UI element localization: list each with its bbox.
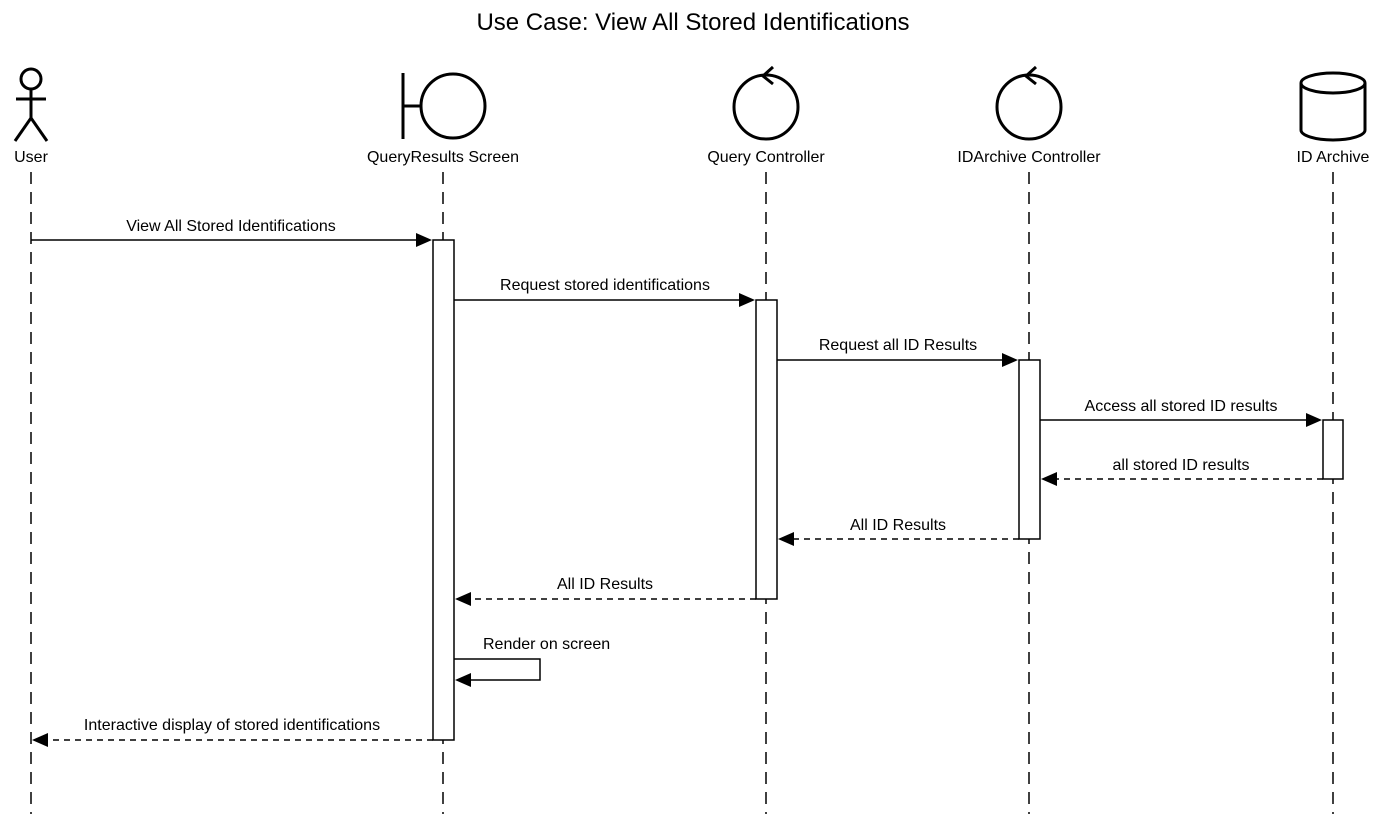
message-all-id-results-to-screen: All ID Results: [455, 576, 756, 606]
activation-bar-idarchive-controller: [1018, 359, 1041, 540]
participant-label: Query Controller: [707, 149, 825, 166]
message-request-all-id-results: Request all ID Results: [777, 337, 1018, 367]
arrow-head: [778, 532, 794, 546]
participant-label: QueryResults Screen: [367, 149, 519, 166]
activation-bar-queryresults-screen: [432, 239, 455, 741]
message-label: View All Stored Identifications: [126, 218, 336, 235]
participant-id-archive: ID Archive: [1297, 71, 1370, 814]
arrow-head: [32, 733, 48, 747]
activation-bar-id-archive: [1322, 419, 1344, 480]
arrow-head: [455, 673, 471, 687]
message-label: All ID Results: [557, 576, 653, 593]
message-label: Render on screen: [483, 636, 610, 653]
database-icon: [1299, 71, 1367, 142]
participant-label: ID Archive: [1297, 149, 1370, 166]
diagram-title: Use Case: View All Stored Identification…: [476, 9, 909, 36]
control-icon: [732, 65, 800, 141]
message-label: Request all ID Results: [819, 337, 977, 354]
message-label: Access all stored ID results: [1085, 398, 1278, 415]
message-all-stored-id-results: all stored ID results: [1041, 457, 1323, 486]
arrow-head: [1041, 472, 1057, 486]
boundary-icon: [401, 72, 487, 140]
arrow-head: [1306, 413, 1322, 427]
message-access-all-stored-id-results: Access all stored ID results: [1040, 398, 1322, 427]
arrow-head: [416, 233, 432, 247]
actor-icon: [13, 67, 49, 142]
message-interactive-display: Interactive display of stored identifica…: [32, 717, 433, 747]
control-icon: [995, 65, 1063, 141]
arrow-head: [1002, 353, 1018, 367]
message-label: Request stored identifications: [500, 277, 710, 294]
participant-label: User: [14, 149, 48, 166]
arrow-head: [739, 293, 755, 307]
message-label: all stored ID results: [1113, 457, 1250, 474]
participant-label: IDArchive Controller: [957, 149, 1101, 166]
message-render-on-screen: Render on screen: [454, 636, 610, 687]
activation-bar-query-controller: [755, 299, 778, 600]
message-label: All ID Results: [850, 517, 946, 534]
message-view-all-stored-identifications: View All Stored Identifications: [31, 218, 432, 247]
participant-user: User: [13, 67, 49, 814]
message-request-stored-identifications: Request stored identifications: [454, 277, 755, 307]
message-label: Interactive display of stored identifica…: [84, 717, 380, 734]
message-all-id-results-to-query: All ID Results: [778, 517, 1019, 546]
arrow-head: [455, 592, 471, 606]
